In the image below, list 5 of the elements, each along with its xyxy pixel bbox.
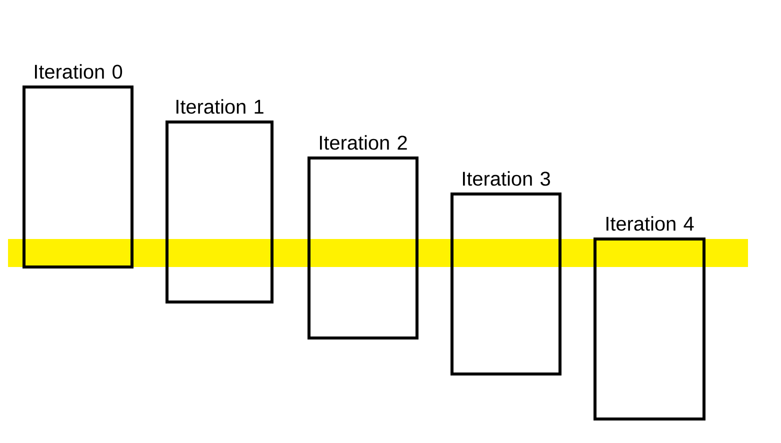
box-heading: Iteration 0 — [35, 64, 122, 79]
box-heading: Iteration 1 — [176, 99, 264, 114]
box-heading: Iteration 4 — [606, 216, 694, 231]
box-heading: Iteration 3 — [463, 171, 550, 186]
box-heading: Iteration 2 — [320, 135, 407, 150]
